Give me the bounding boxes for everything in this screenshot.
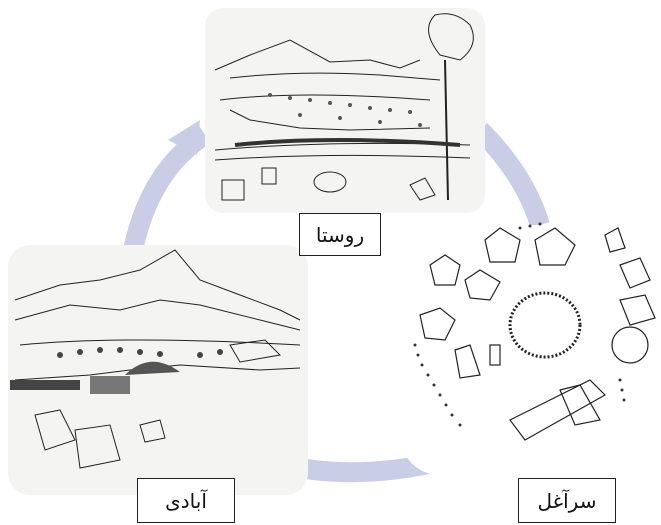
panel-abadi (8, 245, 308, 495)
stage-label-sarghol: سرآغل (518, 478, 616, 523)
panel-sarghol (400, 222, 661, 475)
arrow-rusta-to-sarghol (472, 122, 550, 229)
arrowhead-to-rusta (168, 120, 200, 155)
panel-rusta (205, 8, 485, 213)
stage-label-rusta: روستا (299, 213, 381, 256)
stage-label-abadi: آبادی (137, 478, 235, 523)
